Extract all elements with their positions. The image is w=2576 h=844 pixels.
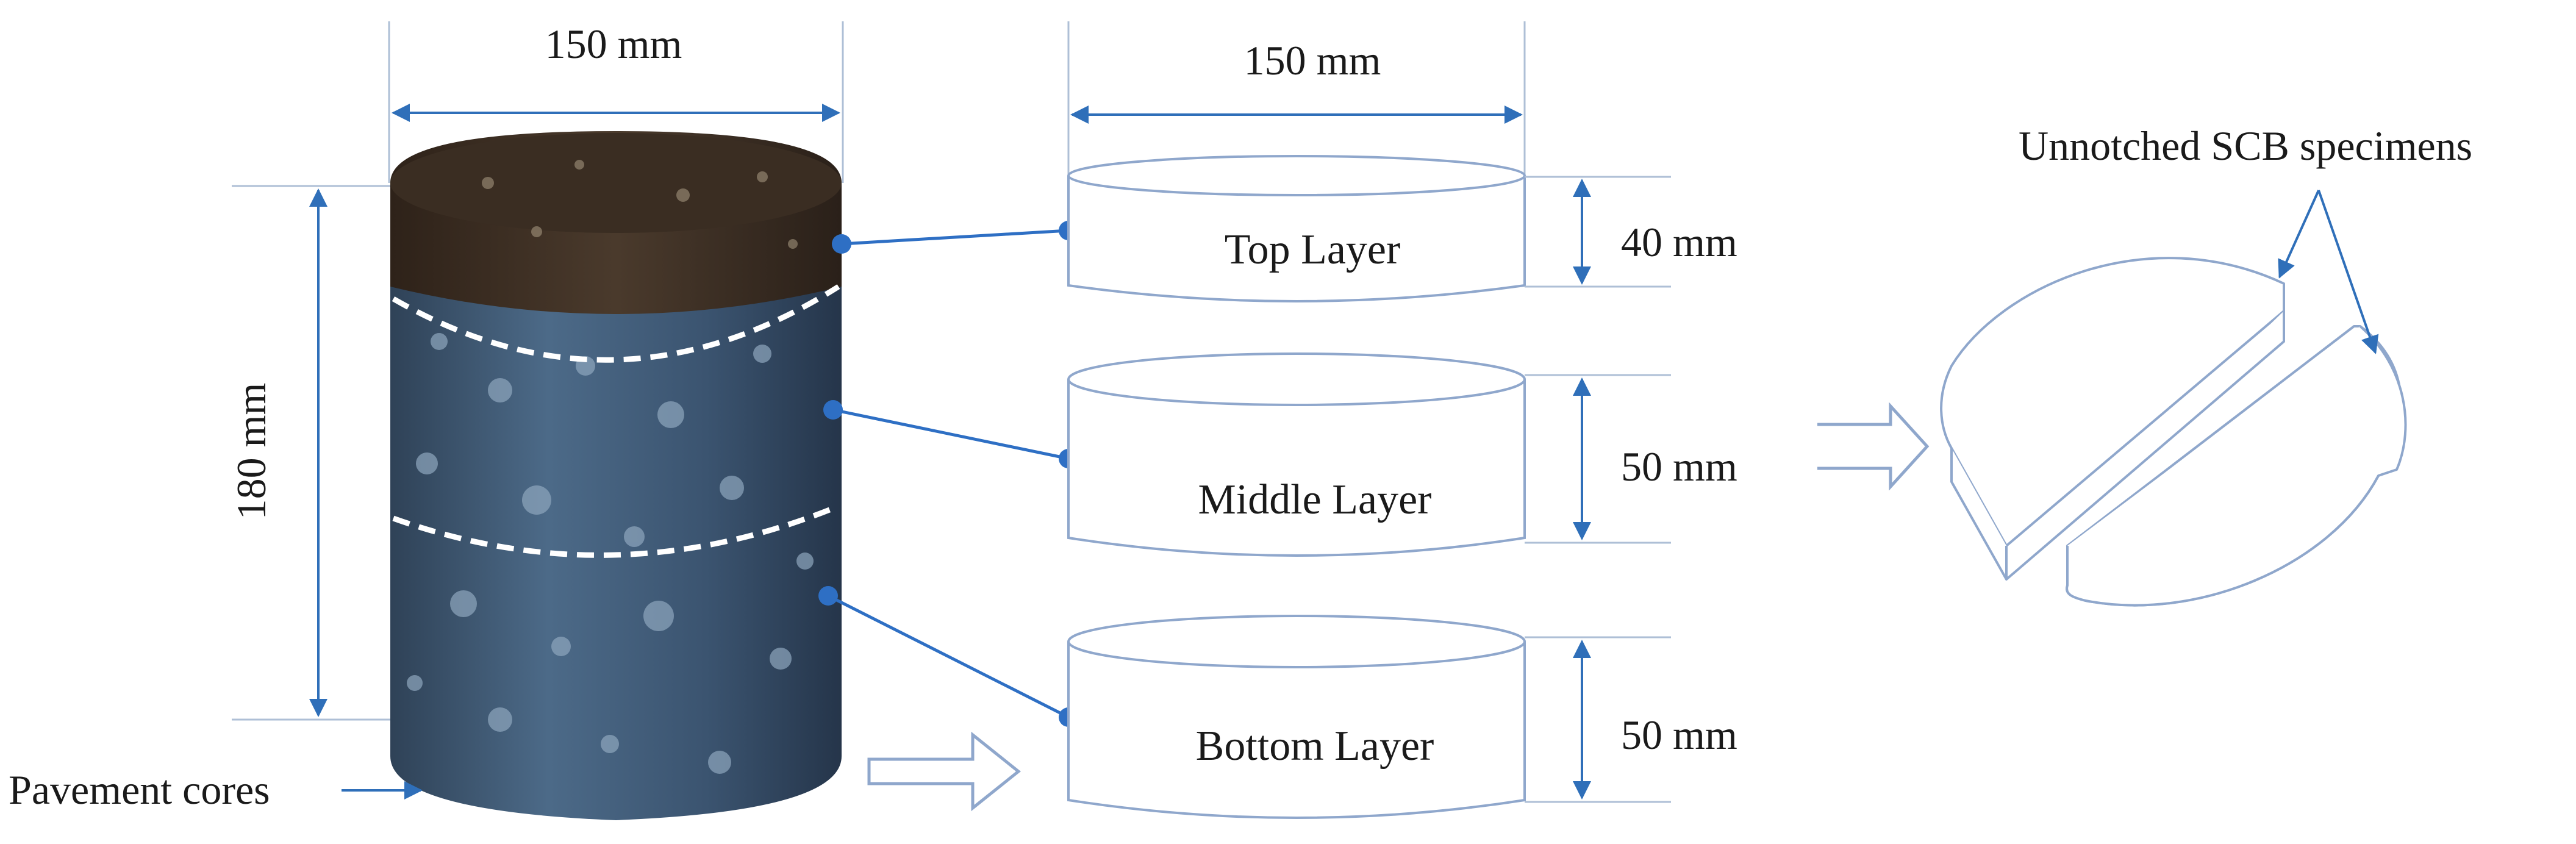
bottom-layer-thickness-dimension: 50 mm [1525, 636, 1737, 803]
core-height-label: 180 mm [228, 383, 274, 520]
bottom-layer-thickness-label: 50 mm [1621, 712, 1737, 758]
top-layer-slice [1067, 155, 1526, 302]
bottom-layer-slice [1067, 615, 1526, 819]
top-layer-thickness-label: 40 mm [1621, 219, 1737, 265]
slices-diameter-label: 150 mm [1244, 37, 1381, 84]
middle-layer-thickness-label: 50 mm [1621, 443, 1737, 490]
hollow-arrow-2 [1817, 402, 1930, 491]
middle-layer-slice [1067, 352, 1526, 557]
hollow-arrow-1 [867, 731, 1021, 812]
slices-diameter-dimension: 150 mm [1067, 21, 1526, 177]
top-layer-label: Top Layer [1225, 226, 1401, 273]
core-diameter-dimension: 150 mm [388, 21, 844, 183]
scb-specimen-left [1940, 257, 2285, 581]
core-height-dimension: 180 mm [228, 185, 390, 721]
scb-specimen-right [2066, 325, 2407, 607]
top-layer-thickness-dimension: 40 mm [1525, 176, 1737, 288]
pavement-core [390, 131, 842, 820]
middle-layer-label: Middle Layer [1198, 476, 1432, 523]
scb-specimens-label: Unnotched SCB specimens [2019, 123, 2472, 169]
middle-layer-thickness-dimension: 50 mm [1525, 374, 1737, 544]
layer-connectors [818, 221, 1078, 727]
pavement-cores-callout: Pavement cores [9, 767, 423, 813]
bottom-layer-label: Bottom Layer [1196, 723, 1434, 770]
scb-specimens-callout: Unnotched SCB specimens [2019, 123, 2472, 354]
pavement-cores-label: Pavement cores [9, 767, 270, 813]
core-diameter-label: 150 mm [545, 21, 682, 67]
